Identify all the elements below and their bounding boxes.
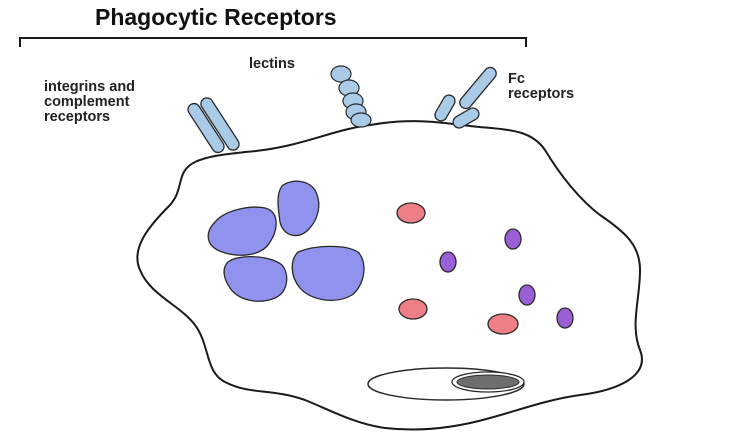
granule-purple: [440, 252, 456, 272]
granule-red: [488, 314, 518, 334]
lectin-receptor: [331, 66, 371, 127]
granule-purple: [519, 285, 535, 305]
label-integrins: integrins and complement receptors: [44, 80, 135, 125]
integrin-receptor: [186, 96, 242, 155]
diagram-title: Phagocytic Receptors: [95, 4, 337, 31]
label-lectins: lectins: [249, 57, 295, 72]
label-fc-receptors: Fc receptors: [508, 72, 574, 102]
granule-purple: [557, 308, 573, 328]
fc-receptor: [433, 65, 499, 130]
phagosome: [368, 368, 524, 400]
title-bracket: [20, 38, 526, 47]
granule-purple: [505, 229, 521, 249]
granule-red: [399, 299, 427, 319]
granule-red: [397, 203, 425, 223]
